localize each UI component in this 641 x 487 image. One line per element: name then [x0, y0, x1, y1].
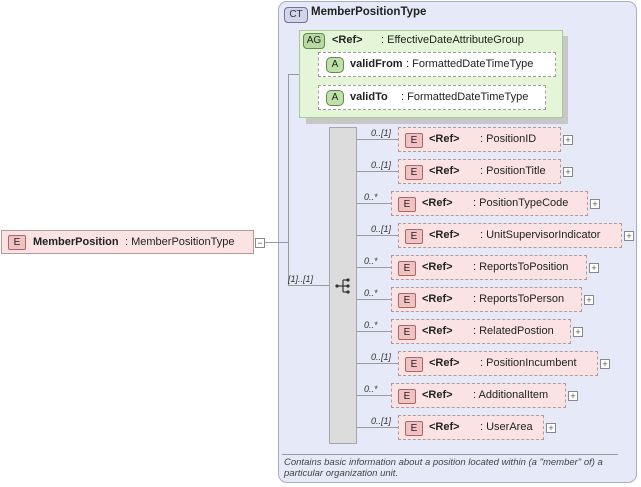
element-badge: E [398, 325, 416, 340]
element-badge: E [405, 229, 423, 244]
attribute-type: : FormattedDateTimeType [406, 58, 534, 70]
attribute-group-ref: <Ref> [332, 34, 363, 46]
element-ref: <Ref> [429, 357, 460, 369]
element-ref: <Ref> [422, 293, 453, 305]
root-element-box[interactable] [1, 230, 254, 254]
expand-toggle[interactable]: + [568, 391, 578, 401]
element-connector-line [357, 427, 398, 428]
element-badge: E [405, 357, 423, 372]
element-type: : PositionTitle [480, 165, 546, 177]
note-divider [282, 454, 618, 455]
ag-connector-line [288, 74, 300, 75]
expand-toggle[interactable]: + [546, 423, 556, 433]
expand-toggle[interactable]: + [624, 231, 634, 241]
type-description: Contains basic information about a posit… [284, 457, 603, 479]
attribute-badge: A [326, 90, 344, 106]
root-element-type: : MemberPositionType [125, 236, 235, 248]
element-multiplicity: 0..* [364, 192, 378, 202]
element-badge: E [398, 389, 416, 404]
element-box[interactable] [398, 351, 598, 376]
element-ref: <Ref> [429, 229, 460, 241]
element-badge: E [398, 197, 416, 212]
collapse-toggle[interactable]: − [255, 238, 265, 248]
element-box[interactable] [391, 287, 582, 312]
expand-toggle[interactable]: + [563, 135, 573, 145]
element-type: : RelatedPostion [473, 325, 554, 337]
element-ref: <Ref> [429, 421, 460, 433]
expand-toggle[interactable]: + [590, 199, 600, 209]
expand-toggle[interactable]: + [584, 295, 594, 305]
attribute-box[interactable] [318, 52, 556, 77]
element-type: : ReportsToPosition [473, 261, 569, 273]
attribute-group-type: : EffectiveDateAttributeGroup [381, 34, 524, 46]
element-connector-line [357, 235, 398, 236]
element-ref: <Ref> [422, 197, 453, 209]
element-multiplicity: 0..* [364, 384, 378, 394]
ct-vertical-line [288, 74, 289, 286]
element-connector-line [357, 139, 398, 140]
element-connector-line [357, 203, 391, 204]
element-connector-line [357, 395, 391, 396]
element-badge: E [405, 165, 423, 180]
attribute-group-badge: AG [303, 33, 325, 49]
root-element-name: MemberPosition [33, 236, 119, 248]
element-type: : ReportsToPerson [473, 293, 565, 305]
element-box[interactable] [391, 191, 588, 216]
element-multiplicity: 0..* [364, 256, 378, 266]
expand-toggle[interactable]: + [589, 263, 599, 273]
element-type: : PositionIncumbent [480, 357, 577, 369]
root-connector-line [265, 242, 289, 243]
attribute-name: validFrom [350, 58, 403, 70]
element-box[interactable] [391, 255, 587, 280]
element-ref: <Ref> [422, 261, 453, 273]
element-connector-line [357, 331, 391, 332]
seq-connector-line [288, 285, 329, 286]
element-ref: <Ref> [422, 325, 453, 337]
element-badge: E [398, 261, 416, 276]
element-box[interactable] [391, 383, 566, 408]
attribute-name: validTo [350, 91, 388, 103]
element-box[interactable] [398, 127, 561, 152]
element-badge: E [405, 133, 423, 148]
element-connector-line [357, 363, 398, 364]
element-multiplicity: 0..[1] [371, 224, 392, 234]
sequence-multiplicity: [1]..[1] [288, 274, 314, 284]
element-multiplicity: 0..[1] [371, 352, 392, 362]
element-multiplicity: 0..[1] [371, 160, 392, 170]
element-box[interactable] [398, 223, 622, 248]
element-type: : AdditionalItem [473, 389, 549, 401]
attribute-box[interactable] [318, 85, 546, 110]
element-multiplicity: 0..* [364, 288, 378, 298]
complex-type-title: MemberPositionType [311, 6, 427, 18]
element-connector-line [357, 267, 391, 268]
element-multiplicity: 0..[1] [371, 128, 392, 138]
element-type: : UnitSupervisorIndicator [480, 229, 601, 241]
element-type: : PositionTypeCode [473, 197, 569, 209]
element-ref: <Ref> [429, 165, 460, 177]
element-multiplicity: 0..* [364, 320, 378, 330]
expand-toggle[interactable]: + [600, 359, 610, 369]
attribute-badge: A [326, 57, 344, 73]
element-badge: E [398, 293, 416, 308]
expand-toggle[interactable]: + [573, 327, 583, 337]
complex-type-badge: CT [284, 7, 308, 23]
root-element-badge: E [8, 235, 26, 250]
expand-toggle[interactable]: + [563, 167, 573, 177]
element-connector-line [357, 299, 391, 300]
element-box[interactable] [391, 319, 571, 344]
element-type: : PositionID [480, 133, 537, 145]
attribute-type: : FormattedDateTimeType [401, 91, 529, 103]
element-badge: E [405, 421, 423, 436]
sequence-icon [335, 278, 350, 294]
element-multiplicity: 0..[1] [371, 416, 392, 426]
element-ref: <Ref> [422, 389, 453, 401]
element-ref: <Ref> [429, 133, 460, 145]
element-connector-line [357, 171, 398, 172]
element-box[interactable] [398, 159, 561, 184]
element-type: : UserArea [480, 421, 533, 433]
